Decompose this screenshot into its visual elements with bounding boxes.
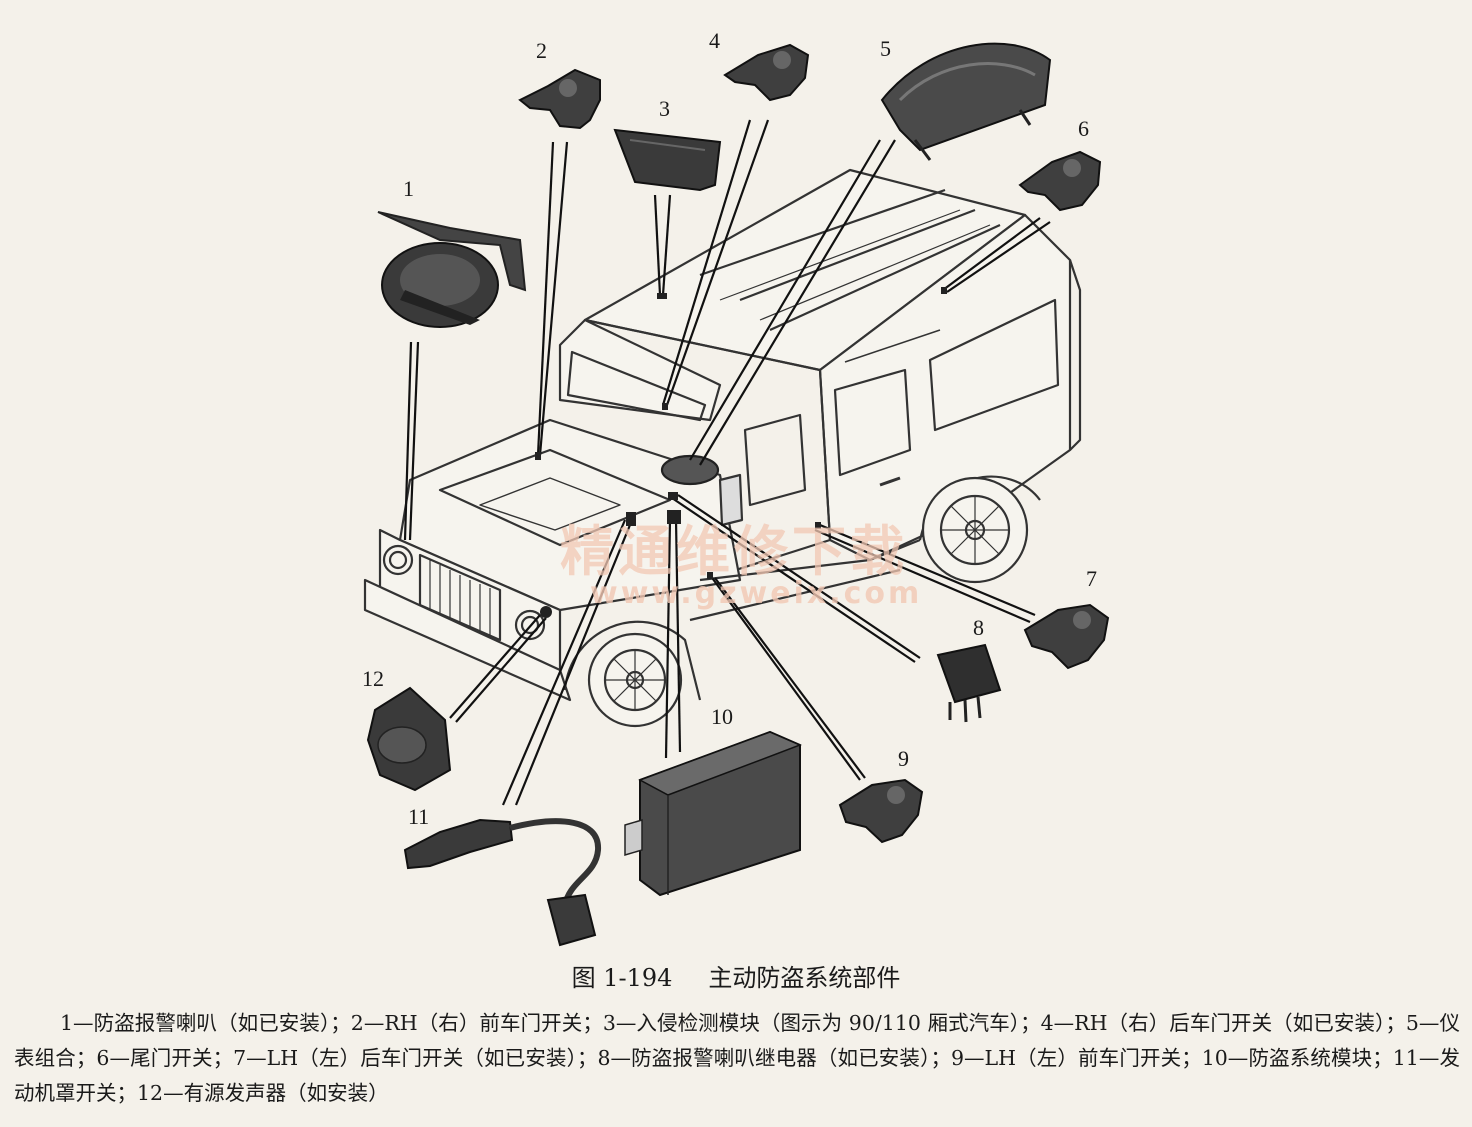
callout-10: 10 bbox=[711, 704, 733, 729]
callout-6: 6 bbox=[1078, 116, 1089, 141]
callout-3: 3 bbox=[659, 96, 670, 121]
component-1-alarm-horn bbox=[377, 211, 527, 328]
component-10-alarm-module bbox=[624, 730, 802, 897]
component-12-active-sounder bbox=[366, 686, 452, 792]
callout-1: 1 bbox=[403, 176, 414, 201]
component-3-intrusion-module bbox=[613, 128, 722, 192]
component-6-tailgate-switch bbox=[1018, 150, 1102, 212]
callout-8: 8 bbox=[973, 615, 984, 640]
legend-text: 1—防盗报警喇叭（如已安装）；2—RH（右）前车门开关；3—入侵检测模块（图示为… bbox=[14, 1011, 1460, 1105]
callout-2: 2 bbox=[536, 38, 547, 63]
callout-11: 11 bbox=[408, 804, 429, 829]
component-11-bonnet-switch bbox=[403, 818, 602, 947]
callout-5: 5 bbox=[880, 36, 891, 61]
callout-12: 12 bbox=[362, 666, 384, 691]
callout-4: 4 bbox=[709, 28, 720, 53]
figure-number: 图 1-194 bbox=[571, 964, 673, 992]
leader-lines bbox=[403, 119, 1051, 806]
figure-title: 主动防盗系统部件 bbox=[708, 964, 901, 992]
component-9-lh-front-door-switch bbox=[838, 778, 924, 844]
vehicle-illustration bbox=[363, 168, 1082, 728]
component-4-rh-rear-door-switch bbox=[723, 43, 810, 102]
callout-labels: 1 2 3 4 5 6 7 8 9 10 11 12 bbox=[362, 28, 1097, 829]
callout-9: 9 bbox=[898, 746, 909, 771]
component-diagram: 1 2 3 4 5 6 7 8 9 10 11 12 精通维修下载 www.gz… bbox=[362, 28, 1110, 947]
callout-7: 7 bbox=[1086, 566, 1097, 591]
figure-caption: 图 1-194 主动防盗系统部件 bbox=[0, 958, 1472, 993]
component-8-horn-relay bbox=[936, 643, 1002, 723]
attachment-markers bbox=[535, 287, 947, 618]
component-5-instrument-cluster bbox=[880, 42, 1052, 161]
component-2-rh-front-door-switch bbox=[518, 68, 601, 130]
watermark-url: www.gzweix.com bbox=[590, 576, 922, 611]
component-7-lh-rear-door-switch bbox=[1023, 603, 1110, 670]
watermark: 精通维修下载 www.gzweix.com bbox=[560, 520, 922, 611]
watermark-text: 精通维修下载 bbox=[560, 520, 908, 583]
